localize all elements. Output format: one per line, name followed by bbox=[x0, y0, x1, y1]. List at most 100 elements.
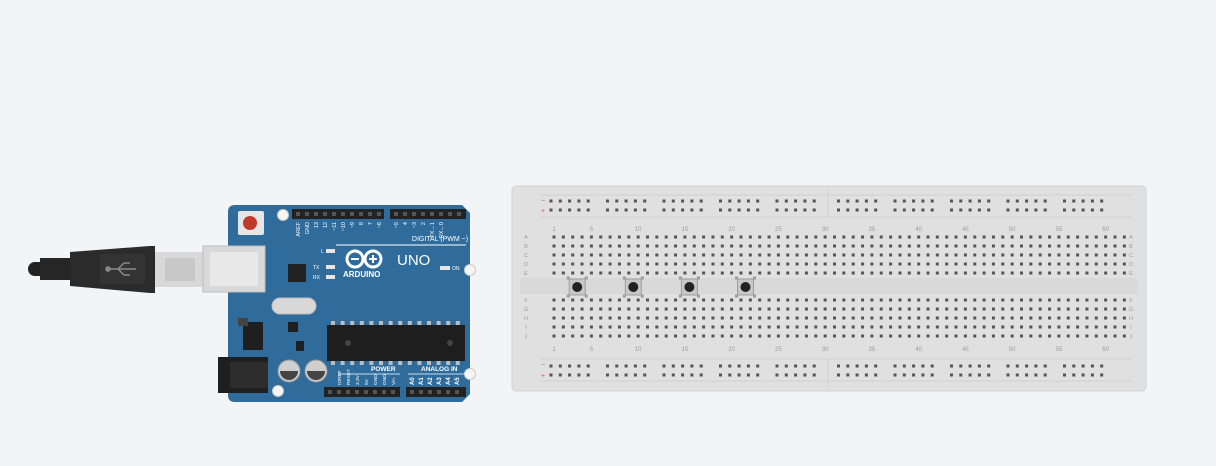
column-number: 20 bbox=[728, 227, 735, 233]
pushbutton-3[interactable] bbox=[678, 276, 700, 298]
column-number: 60 bbox=[1102, 347, 1109, 353]
l-led-label: L bbox=[321, 249, 324, 255]
column-number: 40 bbox=[915, 347, 922, 353]
column-number: 15 bbox=[682, 347, 689, 353]
column-number: 1 bbox=[552, 227, 556, 233]
column-number: 1 bbox=[552, 347, 556, 353]
row-letter: B bbox=[1129, 244, 1133, 250]
reset-button[interactable] bbox=[238, 211, 264, 235]
pushbutton-1[interactable] bbox=[566, 276, 588, 298]
digital-pin-label: ~10 bbox=[341, 222, 347, 231]
power-header[interactable] bbox=[324, 387, 466, 397]
column-number: 5 bbox=[590, 227, 594, 233]
tx-led-label: TX bbox=[313, 265, 320, 271]
board-model: UNO bbox=[397, 252, 430, 269]
row-letter: C bbox=[1129, 253, 1133, 259]
analog-pin-label: A1 bbox=[419, 377, 425, 385]
row-letter: F bbox=[524, 298, 528, 304]
column-number: 20 bbox=[728, 347, 735, 353]
column-number: 55 bbox=[1056, 227, 1063, 233]
digital-header[interactable] bbox=[292, 209, 466, 219]
digital-pin-label: 13 bbox=[314, 222, 320, 228]
column-number: 35 bbox=[869, 347, 876, 353]
row-letter: D bbox=[1129, 262, 1133, 268]
row-letter: F bbox=[1129, 298, 1133, 304]
row-letter: G bbox=[1129, 307, 1133, 313]
power-pin-label: Vin bbox=[391, 378, 397, 385]
top-rail-plus: + bbox=[541, 208, 545, 215]
digital-pin-label: GND bbox=[305, 222, 311, 234]
row-letter: I bbox=[525, 325, 527, 331]
column-number: 30 bbox=[822, 347, 829, 353]
column-number: 45 bbox=[962, 227, 969, 233]
digital-pin-label: ~6 bbox=[377, 222, 383, 228]
row-letter: H bbox=[1129, 316, 1133, 322]
arduino-logo-text: ARDUINO bbox=[343, 270, 380, 279]
row-letter: J bbox=[1130, 334, 1133, 340]
digital-pin-label: ~3 bbox=[412, 222, 418, 228]
column-number: 5 bbox=[590, 347, 594, 353]
rx-led bbox=[326, 275, 335, 279]
digital-pin-label: AREF bbox=[296, 221, 302, 236]
column-number: 25 bbox=[775, 347, 782, 353]
analog-pin-label: A2 bbox=[428, 377, 434, 385]
column-number: 45 bbox=[962, 347, 969, 353]
row-letter: J bbox=[525, 334, 528, 340]
digital-pin-label: 4 bbox=[403, 222, 409, 225]
power-pin-label: RESET bbox=[346, 369, 352, 385]
digital-pin-label: ~5 bbox=[394, 222, 400, 228]
row-letter: A bbox=[524, 235, 528, 241]
analog-pin-label: A5 bbox=[455, 377, 461, 385]
bottom-rail-minus: − bbox=[541, 362, 545, 369]
column-number: 50 bbox=[1009, 227, 1016, 233]
digital-pin-label: 12 bbox=[323, 222, 329, 228]
column-number: 35 bbox=[869, 227, 876, 233]
column-number: 10 bbox=[635, 347, 642, 353]
power-pin-label: 5V bbox=[364, 378, 370, 385]
on-led-label: ON bbox=[452, 266, 460, 272]
column-number: 15 bbox=[682, 227, 689, 233]
row-letter: E bbox=[1129, 271, 1133, 277]
row-letter: I bbox=[1130, 325, 1132, 331]
usb-cable[interactable] bbox=[28, 246, 205, 293]
top-rail-minus: − bbox=[541, 198, 545, 205]
rx-led-label: RX bbox=[313, 275, 321, 281]
digital-pin-label: TX→1 bbox=[430, 222, 436, 238]
digital-pin-label: RX←0 bbox=[439, 222, 445, 238]
power-pin-label: IOREF bbox=[337, 370, 343, 385]
digital-pin-label: ~11 bbox=[332, 222, 338, 231]
column-number: 30 bbox=[822, 227, 829, 233]
l-led bbox=[326, 249, 335, 253]
on-led bbox=[440, 266, 450, 270]
pushbutton-2[interactable] bbox=[622, 276, 644, 298]
bottom-rail-plus: + bbox=[541, 373, 545, 380]
column-number: 40 bbox=[915, 227, 922, 233]
digital-pin-label: 7 bbox=[368, 222, 374, 225]
power-label: POWER bbox=[371, 366, 396, 373]
digital-header-label: DIGITAL (PWM ~) bbox=[412, 236, 468, 243]
row-letter: G bbox=[524, 307, 528, 313]
column-number: 50 bbox=[1009, 347, 1016, 353]
row-letter: C bbox=[524, 253, 528, 259]
digital-pin-label: 8 bbox=[359, 222, 365, 225]
power-pin-label: 3.3V bbox=[355, 374, 361, 385]
pushbutton-4[interactable] bbox=[735, 276, 756, 298]
tx-led bbox=[326, 265, 335, 269]
analog-pin-label: A0 bbox=[410, 377, 416, 385]
row-letter: B bbox=[524, 244, 528, 250]
row-letter: D bbox=[524, 262, 528, 268]
row-letter: A bbox=[1129, 235, 1133, 241]
column-number: 10 bbox=[635, 227, 642, 233]
row-letter: H bbox=[524, 316, 528, 322]
digital-pin-label: ~9 bbox=[350, 222, 356, 228]
column-number: 60 bbox=[1102, 227, 1109, 233]
power-pin-label: GND bbox=[382, 374, 388, 385]
column-number: 55 bbox=[1056, 347, 1063, 353]
usb-icon bbox=[105, 262, 136, 276]
analog-pin-label: A3 bbox=[437, 377, 443, 385]
arduino-logo-icon bbox=[345, 249, 383, 269]
row-letter: E bbox=[524, 271, 528, 277]
